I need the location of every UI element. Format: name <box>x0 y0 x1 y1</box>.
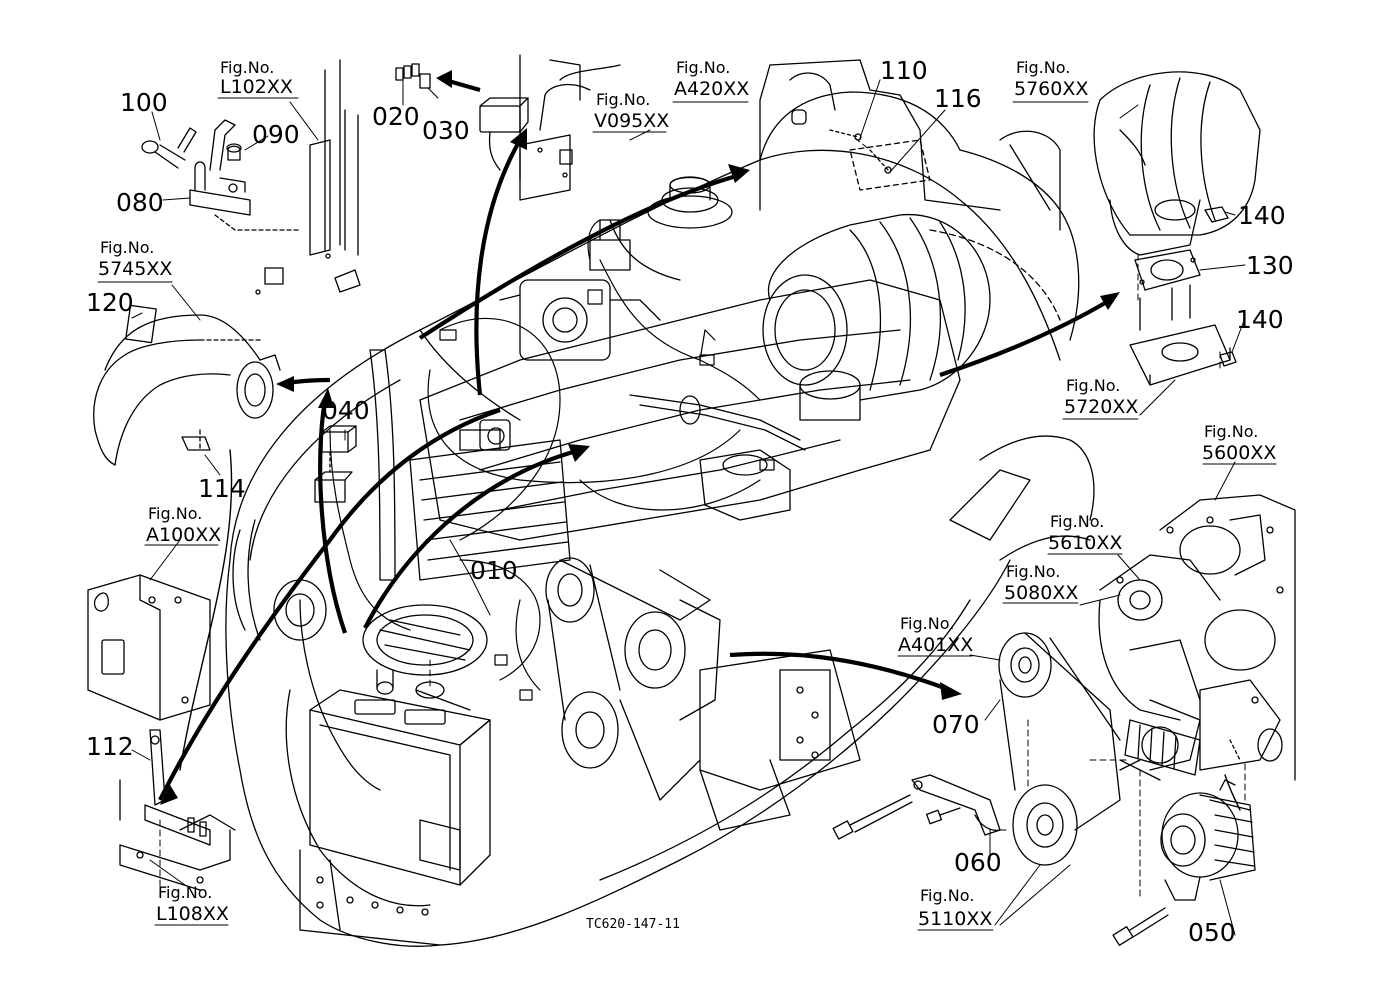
fig-ref-5610[interactable]: 5610XX <box>1048 532 1123 554</box>
fig-label-v095: Fig.No. <box>596 90 651 109</box>
fig-label-a401: Fig.No. <box>900 614 955 633</box>
center-belt-drive <box>545 557 861 831</box>
fig-ref-5110[interactable]: 5110XX <box>918 908 993 930</box>
part-120-label[interactable]: 120 <box>86 288 134 317</box>
fig-label-l108: Fig.No. <box>158 883 213 902</box>
fig-ref-5080[interactable]: 5080XX <box>1004 582 1079 604</box>
fig-ref-5760[interactable]: 5760XX <box>1014 78 1089 100</box>
fig-ref-a100[interactable]: A100XX <box>146 524 222 546</box>
fig-ref-5720[interactable]: 5720XX <box>1064 396 1139 418</box>
fig-label-5600: Fig.No. <box>1204 422 1259 441</box>
fig-ref-a420[interactable]: A420XX <box>674 78 750 100</box>
part-114-label[interactable]: 114 <box>198 474 246 503</box>
battery <box>309 604 491 886</box>
machine-body <box>225 91 1095 947</box>
drawing-code: TC620-147-11 <box>586 917 680 932</box>
part-090-label[interactable]: 090 <box>252 120 300 149</box>
fig-label-5110: Fig.No. <box>920 886 975 905</box>
fig-label-5080: Fig.No. <box>1006 562 1061 581</box>
fig-label-5720: Fig.No. <box>1066 376 1121 395</box>
radiator-frame <box>759 59 1001 211</box>
part-010-label[interactable]: 010 <box>470 556 518 585</box>
part-080-label[interactable]: 080 <box>116 188 164 217</box>
wire-harness <box>329 219 775 701</box>
part-030-label[interactable]: 030 <box>422 116 470 145</box>
part-040-label[interactable]: 040 <box>322 396 370 425</box>
part-112-label[interactable]: 112 <box>86 732 134 761</box>
hose-5745 <box>93 304 281 466</box>
muffler-5760 <box>999 71 1261 386</box>
relay-parts <box>395 59 621 201</box>
fig-ref-5600[interactable]: 5600XX <box>1202 442 1277 464</box>
engine-block <box>369 176 991 581</box>
fig-label-5610: Fig.No. <box>1050 512 1105 531</box>
fig-label-5745: Fig.No. <box>100 238 155 257</box>
bracket-l108 <box>119 729 236 891</box>
part-070-label[interactable]: 070 <box>932 710 980 739</box>
engine-front <box>1098 494 1296 781</box>
assembly-arrows <box>158 77 1112 801</box>
figure-underlines <box>97 97 1277 931</box>
fig-ref-l102[interactable]: L102XX <box>220 76 293 98</box>
fig-ref-l108[interactable]: L108XX <box>156 903 229 925</box>
fig-label-l102: Fig.No. <box>220 58 275 77</box>
fan-belt-drive <box>832 632 1256 946</box>
frame-rails <box>255 54 521 295</box>
panel-a100 <box>87 574 211 721</box>
label-leaders <box>131 79 1246 936</box>
part-130-label[interactable]: 130 <box>1246 251 1294 280</box>
part-020-label[interactable]: 020 <box>372 102 420 131</box>
arrow-heads <box>160 70 1120 805</box>
fig-label-5760: Fig.No. <box>1016 58 1071 77</box>
part-050-label[interactable]: 050 <box>1188 918 1236 947</box>
fig-label-a100: Fig.No. <box>148 504 203 523</box>
part-100-label[interactable]: 100 <box>120 88 168 117</box>
fig-ref-a401[interactable]: A401XX <box>898 634 974 656</box>
part-060-label[interactable]: 060 <box>954 848 1002 877</box>
fig-label-a420: Fig.No. <box>676 58 731 77</box>
bracket-080 <box>141 119 301 231</box>
part-140-upper-label[interactable]: 140 <box>1238 201 1286 230</box>
fig-ref-5745[interactable]: 5745XX <box>98 258 173 280</box>
part-140-lower-label[interactable]: 140 <box>1236 305 1284 334</box>
leader-lines <box>159 137 1246 901</box>
part-110-label[interactable]: 110 <box>880 56 928 85</box>
fig-ref-v095[interactable]: V095XX <box>594 110 670 132</box>
thin-arrows <box>179 449 1241 811</box>
part-116-label[interactable]: 116 <box>934 84 982 113</box>
